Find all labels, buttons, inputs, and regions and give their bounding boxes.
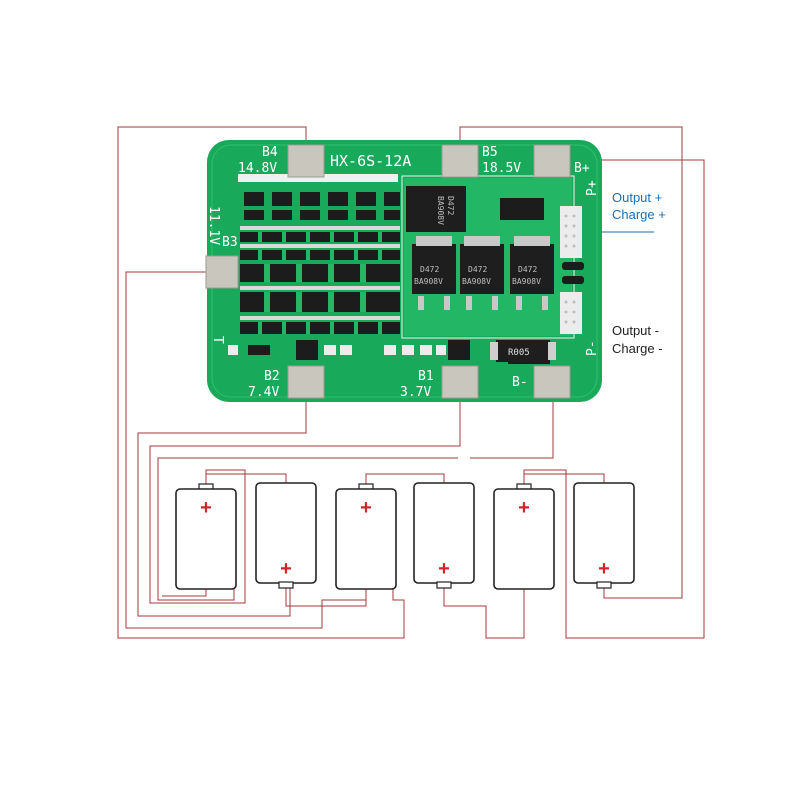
pad-b5 — [441, 144, 479, 178]
pplus-label: P+ — [585, 180, 600, 196]
plus-sign-5: + — [518, 497, 530, 519]
mosfet-1 — [406, 186, 466, 232]
plus-sign-6: + — [598, 558, 610, 580]
mosfet-group: D472 BA908V D472 BA908V D472 BA908V D472… — [406, 186, 554, 310]
pad-b1-label: B1 — [418, 369, 434, 384]
pad-b4 — [287, 144, 325, 178]
mosfet-c-line2: BA908V — [512, 277, 541, 286]
pcb-board: D472 BA908V D472 BA908V D472 BA908V D472… — [205, 140, 602, 402]
wire-b1 — [149, 398, 461, 604]
battery-cell-3: + — [335, 483, 397, 590]
output-labels: Output + Charge + Output - Charge - — [612, 190, 666, 356]
pad-b2-voltage: 7.4V — [248, 385, 279, 400]
wire-link-c1c2 — [205, 473, 287, 488]
label-charge-minus: Charge - — [612, 341, 663, 356]
wire-b2 — [137, 398, 307, 617]
pad-pplus — [560, 206, 582, 258]
mosfet-b-line2: BA908V — [462, 277, 491, 286]
pad-b5-voltage: 18.5V — [482, 161, 521, 176]
pad-b4-label: B4 — [262, 145, 278, 160]
battery-cell-5: + — [493, 483, 555, 590]
pad-bminus — [533, 365, 571, 399]
pminus-label: P- — [585, 340, 600, 356]
t-mark: T — [210, 336, 225, 344]
battery-cell-4: + — [413, 482, 475, 589]
plus-sign-3: + — [360, 497, 372, 519]
resistor-r005 — [496, 340, 550, 362]
pad-b3-voltage: 11.1V — [206, 206, 221, 245]
pad-bplus — [533, 144, 571, 178]
pad-b5-label: B5 — [482, 145, 498, 160]
bplus-label: B+ — [574, 161, 590, 176]
plus-sign-4: + — [438, 558, 450, 580]
wire-bplus — [523, 159, 705, 639]
mosfet-b-line1: D472 — [468, 265, 487, 274]
pad-b4-voltage: 14.8V — [238, 161, 277, 176]
pad-b1 — [441, 365, 479, 399]
battery-cells: + + + + + + — [175, 482, 635, 590]
mosfet-top-line2: BA908V — [436, 196, 445, 225]
wire-cell1-neg — [162, 588, 207, 597]
pads — [205, 144, 584, 399]
wire-b1-link — [157, 457, 458, 601]
pad-pminus — [560, 292, 582, 334]
plus-sign-1: + — [200, 497, 212, 519]
wire-link-c4c5 — [443, 588, 525, 639]
mosfet-a-line2: BA908V — [414, 277, 443, 286]
mosfet-a-line1: D472 — [420, 265, 439, 274]
board-model: HX-6S-12A — [330, 152, 411, 170]
wire-link-c2c3 — [285, 588, 367, 607]
pad-b2 — [287, 365, 325, 399]
wire-link-c3c4 — [365, 473, 445, 488]
label-charge-plus: Charge + — [612, 207, 666, 222]
resistor-label: R005 — [508, 348, 530, 358]
label-output-plus: Output + — [612, 190, 662, 205]
battery-cell-2: + — [255, 482, 317, 589]
wire-bminus — [470, 398, 554, 459]
bminus-label: B- — [512, 375, 528, 390]
smd-grid — [228, 192, 550, 364]
wire-b4 — [117, 126, 405, 639]
mosfet-top-line1: D472 — [446, 196, 455, 215]
pad-b1-voltage: 3.7V — [400, 385, 431, 400]
battery-cell-6: + — [573, 482, 635, 589]
label-output-minus: Output - — [612, 323, 659, 338]
mosfet-c-line1: D472 — [518, 265, 537, 274]
wire-link-c5c6 — [523, 473, 605, 488]
wire-b5 — [459, 126, 683, 599]
pad-b3-label: B3 — [222, 235, 238, 250]
pad-b3 — [205, 255, 239, 289]
battery-cell-1: + — [175, 483, 237, 590]
pad-b2-label: B2 — [264, 369, 280, 384]
wiring — [117, 126, 705, 639]
plus-sign-2: + — [280, 558, 292, 580]
